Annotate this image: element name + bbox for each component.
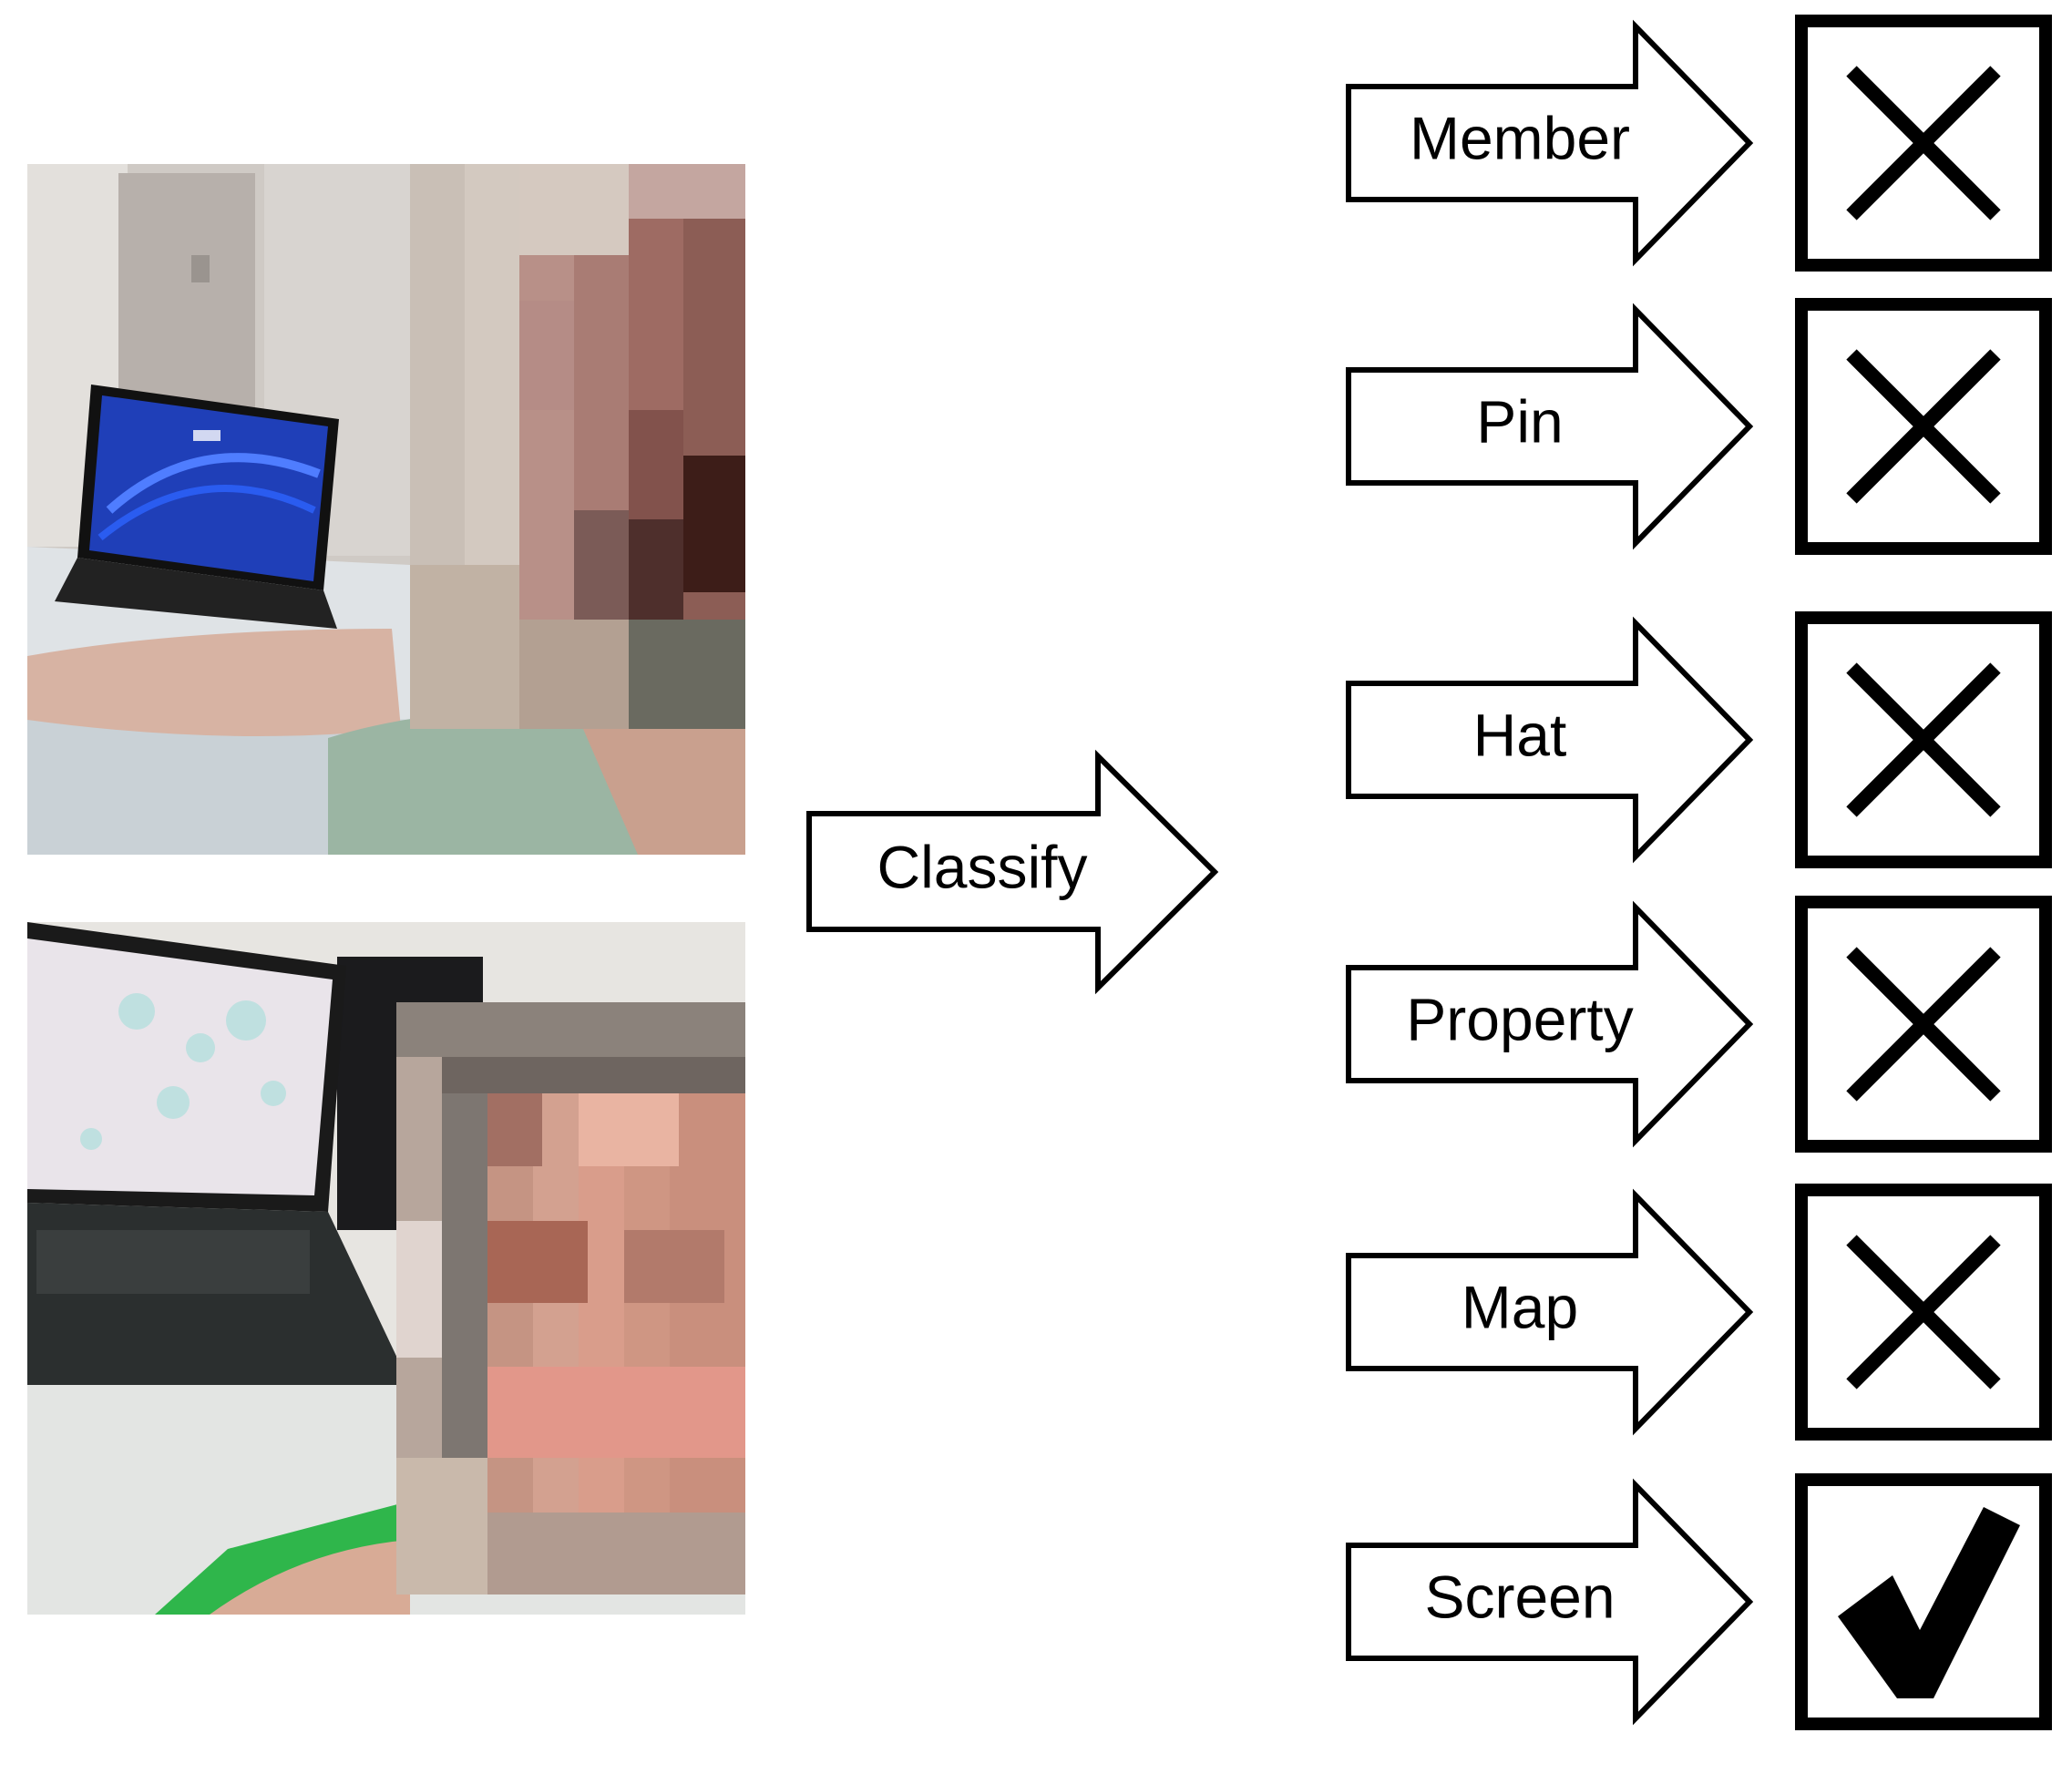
cross-icon: [1846, 1235, 2001, 1389]
pixelated-face-2: [396, 1002, 745, 1595]
class-row-map: Map: [1346, 1184, 2052, 1441]
class-arrow: [1346, 303, 1754, 550]
classify-label: Classify: [877, 833, 1087, 900]
class-label-property: Property: [1406, 985, 1633, 1052]
pixelated-face-1: [410, 164, 745, 729]
cross-icon: [1846, 349, 2001, 504]
class-row-member: Member: [1346, 15, 2052, 272]
class-row-screen: Screen: [1346, 1473, 2052, 1730]
cross-icon: [1846, 662, 2001, 817]
class-label-member: Member: [1410, 104, 1630, 171]
input-photo-2: [27, 922, 745, 1615]
class-label-pin: Pin: [1476, 387, 1563, 455]
class-label-hat: Hat: [1473, 701, 1567, 768]
class-arrow: [1346, 1188, 1754, 1436]
result-box: [1795, 896, 2052, 1153]
class-arrow: [1346, 1478, 1754, 1726]
input-photo-1: [27, 164, 745, 855]
class-arrow: [1346, 616, 1754, 864]
class-row-property: Property: [1346, 896, 2052, 1153]
class-label-screen: Screen: [1424, 1563, 1615, 1630]
checkmark-icon: [1838, 1507, 2020, 1698]
classify-arrow: Classify: [806, 749, 1219, 995]
class-arrow: [1346, 900, 1754, 1148]
class-arrow: [1346, 19, 1754, 267]
cross-icon: [1846, 66, 2001, 220]
class-row-hat: Hat: [1346, 611, 2052, 868]
class-label-map: Map: [1462, 1273, 1578, 1340]
class-row-pin: Pin: [1346, 298, 2052, 555]
cross-icon: [1846, 947, 2001, 1102]
